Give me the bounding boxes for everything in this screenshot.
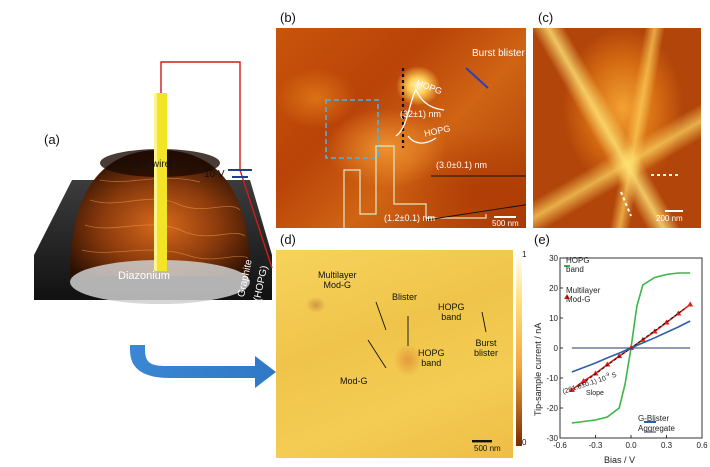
legend-hopg-line2: band — [566, 265, 584, 274]
height-3-label: (3.0±0.1) nm — [436, 160, 487, 170]
y-tick-label: -30 — [546, 434, 558, 443]
dfm-colorbar — [516, 253, 522, 446]
multilayer-label-d: Multilayer Mod-G — [318, 270, 357, 290]
height-32-label: (32±1) nm — [400, 109, 441, 119]
y-tick-label: 10 — [549, 314, 558, 323]
multilayer-line1: Multilayer — [318, 270, 357, 280]
voltage-label: 10 V — [204, 169, 225, 180]
multilayer-point — [604, 361, 611, 367]
pt-au-wire — [154, 93, 167, 271]
y-tick-label: 0 — [554, 344, 559, 353]
legend-multilayer: Multilayer Mod-G — [566, 286, 600, 304]
red-wire — [160, 61, 273, 269]
blue-arrow — [130, 345, 276, 388]
afm-image-b — [276, 28, 526, 228]
y-axis-label: Tip-sample current / nA — [533, 322, 543, 416]
iv-chart: -0.6 -0.3 0.0 0.3 0.6 30 20 10 0 -10 -20 -30 — [546, 254, 708, 448]
panel-d-overlay — [367, 301, 492, 443]
burst-line1: Burst — [475, 338, 497, 348]
legend-gblister: G-Blister — [638, 414, 670, 423]
legend-multi-line2: Mod-G — [566, 295, 591, 304]
pt-au-wire-label: Pt (Au) wire — [118, 159, 171, 170]
legend-aggregate: Aggregate — [638, 424, 675, 433]
legend-hopg: HOPG band — [566, 256, 590, 274]
hopg-band-label-2: HOPG band — [418, 348, 445, 368]
hopg-band-2-line1: HOPG — [418, 348, 445, 358]
legend-multi-line1: Multilayer — [566, 286, 601, 295]
hopg-band-label-1: HOPG band — [438, 302, 465, 322]
panel-label-b: (b) — [280, 10, 296, 25]
burst-blister-label-b: Burst blister — [472, 48, 525, 59]
x-tick-label: 0.6 — [696, 441, 708, 448]
y-tick-label: -20 — [546, 404, 558, 413]
panel-b-overlay — [325, 67, 526, 228]
multilayer-point — [592, 370, 599, 376]
colorbar-label: DFM Amplitude / Arb. Units — [524, 323, 533, 420]
panel-label-a: (a) — [44, 132, 60, 147]
hopg-band-1-line1: HOPG — [438, 302, 465, 312]
x-tick-label: -0.3 — [589, 441, 603, 448]
y-tick-label: 30 — [549, 254, 558, 263]
multilayer-point — [568, 387, 575, 392]
multilayer-point — [687, 301, 694, 307]
scale-label-c: 200 nm — [656, 214, 683, 223]
panel-label-e: (e) — [534, 232, 550, 247]
y-tick-label: -10 — [546, 374, 558, 383]
blister-label-d: Blister — [392, 292, 418, 302]
panel-label-d: (d) — [280, 232, 296, 247]
height-1-label: (1.2±0.1) nm — [384, 213, 435, 223]
panel-label-c: (c) — [538, 10, 554, 25]
burst-blister-label-d: Burst blister — [474, 338, 498, 358]
x-tick-label: 0.3 — [661, 441, 673, 448]
multilayer-point — [616, 353, 623, 359]
x-tick-label: -0.6 — [553, 441, 567, 448]
multilayer-point — [580, 378, 587, 383]
hopg-band-1-line2: band — [441, 312, 462, 322]
chart-series — [564, 265, 694, 433]
x-tick-label: 0.0 — [625, 441, 637, 448]
slope-label: Slope — [586, 390, 604, 397]
panel-c-overlay — [620, 174, 683, 217]
chart-ticks: -0.6 -0.3 0.0 0.3 0.6 30 20 10 0 -10 -20 -30 — [546, 254, 708, 448]
x-axis-label: Bias / V — [604, 455, 636, 465]
scale-label-d: 500 nm — [474, 444, 501, 453]
burst-line2: blister — [474, 348, 499, 358]
afm-image-c — [533, 28, 701, 228]
hopg-band-2-line2: band — [421, 358, 442, 368]
legend-marker-multilayer — [564, 294, 570, 299]
multilayer-line2: Mod-G — [323, 280, 352, 290]
dfm-image-d — [276, 250, 513, 458]
legend-hopg-line1: HOPG — [566, 256, 590, 265]
y-tick-label: 20 — [549, 284, 558, 293]
colorbar-min: 0 — [522, 438, 527, 447]
diazonium-label: Diazonium — [118, 270, 170, 282]
colorbar-max: 1 — [522, 250, 527, 259]
scale-label-b: 500 nm — [492, 219, 519, 228]
modg-label-d: Mod-G — [340, 376, 368, 386]
